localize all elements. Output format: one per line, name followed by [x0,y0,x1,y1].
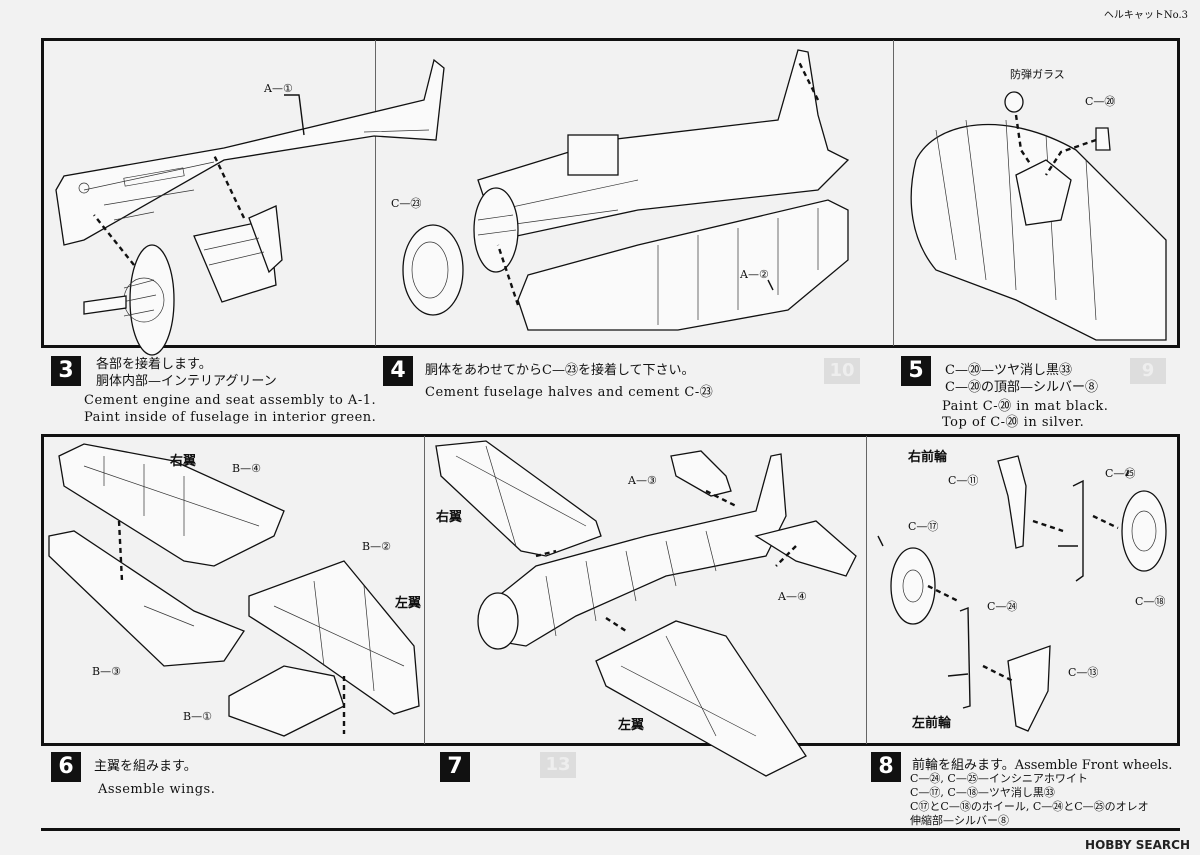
label-bulletproof-glass: 防弾ガラス [1010,68,1065,81]
step5-illustration [910,91,1167,341]
bottom-divider-1 [424,436,425,744]
label-b4: B—④ [232,462,261,475]
step-6-en-line1: Assemble wings. [98,782,216,797]
step6-illustration [48,443,420,737]
label-left-front-gear: 左前輪 [912,716,952,731]
label-right-wing-step6: 右翼 [170,454,197,469]
top-divider-2 [893,40,894,346]
step-3-en-line1: Cement engine and seat assembly to A-1. [84,393,377,408]
step4-illustration [402,49,850,331]
step-3-jp-line2: 胴体内部—インテリアグリーン [96,374,277,389]
step-4-number: 4 [383,356,413,386]
bottom-divider-2 [866,436,867,744]
step-5-en-line2: Top of C-⑳ in silver. [942,415,1085,430]
label-c20: C—⑳ [1085,95,1116,108]
watermark: HOBBY SEARCH [1085,838,1190,852]
step-5-en-line1: Paint C-⑳ in mat black. [942,399,1109,414]
ghost-step-13: 13 [540,752,576,778]
top-divider-1 [375,40,376,346]
step-4-jp-line1: 胴体をあわせてからC—㉓を接着して下さい。 [425,363,695,378]
label-a3: A—③ [628,474,657,487]
step-3-jp-line1: 各部を接着します。 [96,357,212,372]
label-right-wing-step7: 右翼 [436,510,463,525]
label-c18: C—⑱ [1135,595,1166,608]
step-8-jp-line1: 前輪を組みます。Assemble Front wheels. [912,758,1173,773]
step-4-en-line1: Cement fuselage halves and cement C-㉓ [425,385,714,400]
step-7-number: 7 [440,752,470,782]
bottom-panel-frame [41,434,1180,746]
label-c11: C—⑪ [948,474,979,487]
ghost-step-9: 9 [1130,358,1166,384]
label-c23: C—㉓ [391,197,422,210]
ghost-step-10: 10 [824,358,860,384]
step-5-jp-line2: C—⑳の頂部—シルバー⑧ [945,380,1098,395]
step3-illustration [55,58,445,356]
label-b3: B—③ [92,665,121,678]
label-a4: A—④ [778,590,807,603]
label-c25: C—㉕ [1105,467,1136,480]
step-8-jp-line5: 伸縮部—シルバー⑧ [910,814,1009,827]
step-8-jp-line4: C⑰とC—⑱のホイール, C—㉔とC—㉕のオレオ [910,800,1149,813]
step-5-number: 5 [901,356,931,386]
label-c24: C—㉔ [987,600,1018,613]
step-6-number: 6 [51,752,81,782]
step-5-jp-line1: C—⑳—ツヤ消し黒㉝ [945,363,1072,378]
top-panel-frame [41,38,1180,348]
step-6-jp-line1: 主翼を組みます。 [94,759,197,774]
step-8-jp-line2: C—㉔, C—㉕—インシニアホワイト [910,772,1088,785]
label-right-front-gear: 右前輪 [908,450,948,465]
page-label: ヘルキャットNo.3 [1103,10,1188,21]
label-a1: A—① [264,82,293,95]
step-3-number: 3 [51,356,81,386]
label-c17: C—⑰ [908,520,939,533]
label-left-wing-step6: 左翼 [395,596,422,611]
label-c13: C—⑬ [1068,666,1099,679]
bottom-rule [41,828,1180,831]
label-a2: A—② [740,268,769,281]
step-3-en-line2: Paint inside of fuselage in interior gre… [84,410,377,425]
label-b1: B—① [183,710,212,723]
step7-illustration [435,440,857,777]
step-8-number: 8 [871,752,901,782]
label-left-wing-step7: 左翼 [618,718,645,733]
step8-illustration [877,455,1167,732]
label-b2: B—② [362,540,391,553]
step-8-jp-line3: C—⑰, C—⑱—ツヤ消し黒㉝ [910,786,1055,799]
